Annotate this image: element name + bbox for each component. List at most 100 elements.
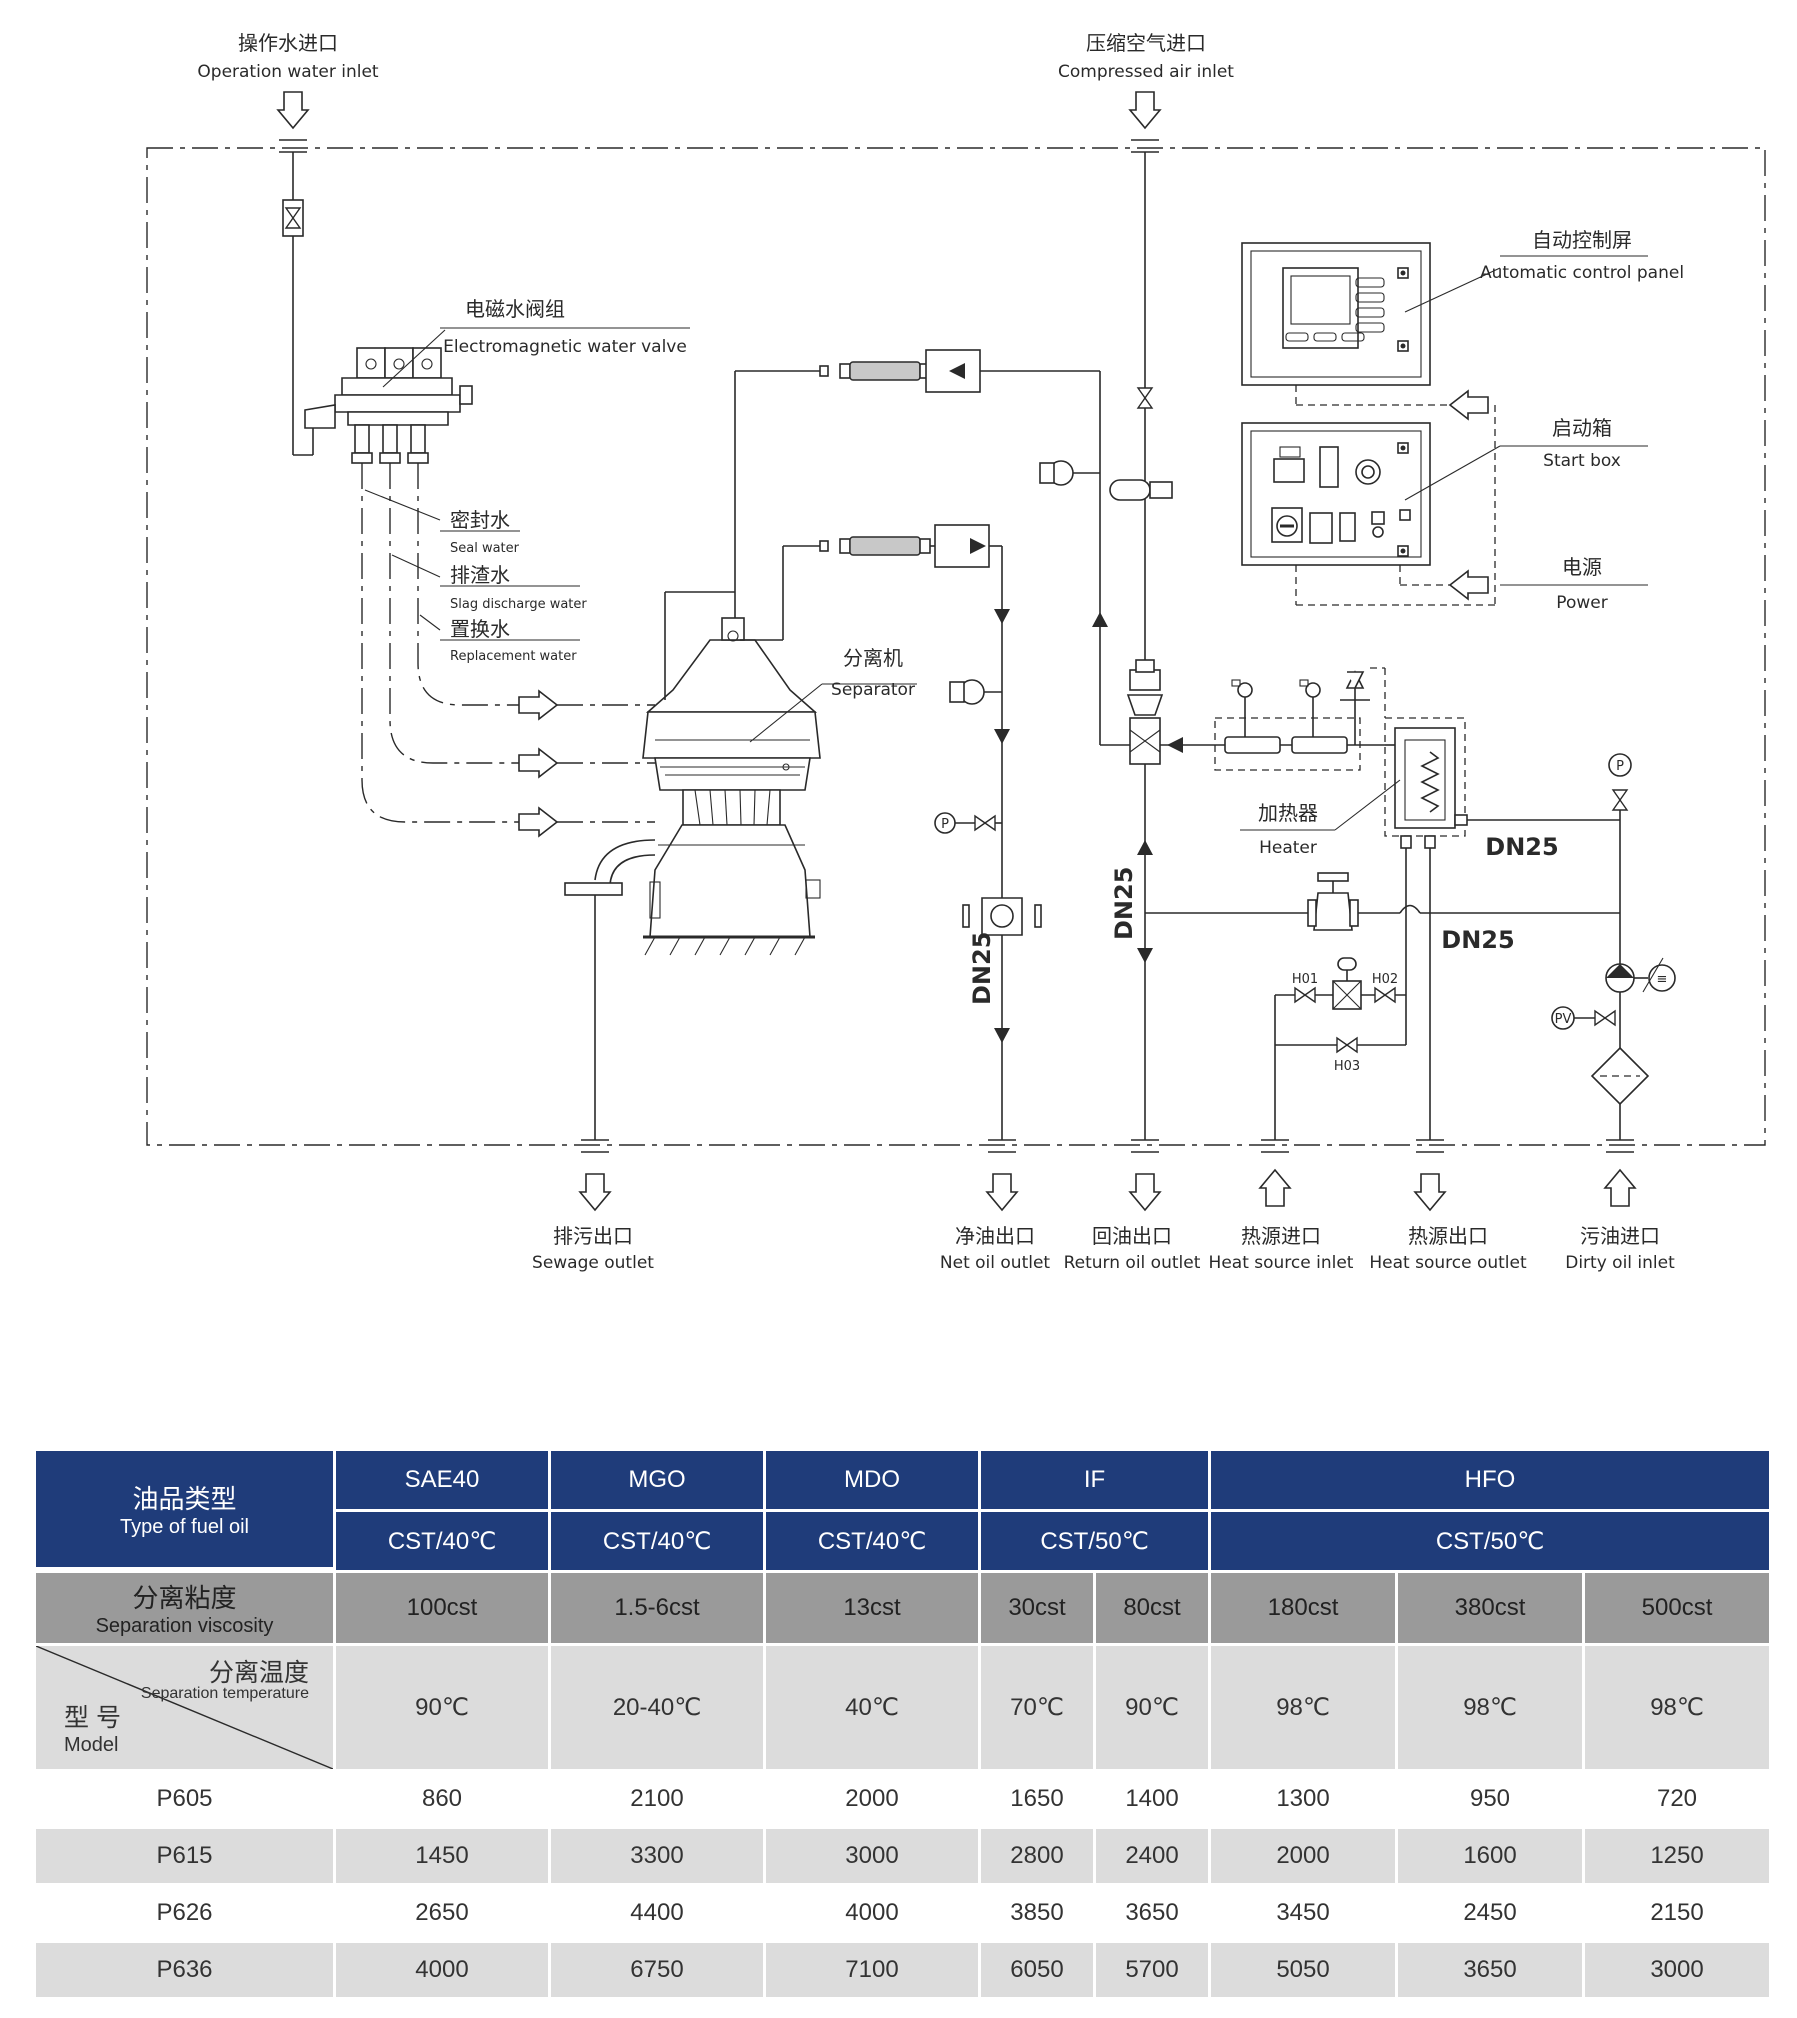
viscosity-cell: 13cst (766, 1570, 978, 1643)
svg-text:污油进口: 污油进口 (1580, 1224, 1660, 1248)
oil-type-sae40: SAE40 (336, 1451, 548, 1512)
svg-text:Operation water inlet: Operation water inlet (197, 62, 379, 82)
svg-text:Net oil outlet: Net oil outlet (940, 1253, 1051, 1273)
svg-text:电源: 电源 (1562, 555, 1602, 579)
viscosity-cell: 30cst (981, 1570, 1093, 1643)
oil-type-header-row: 油品类型 Type of fuel oil SAE40 MGO MDO IF H… (36, 1451, 1770, 1570)
capacity-cell: 3000 (766, 1826, 978, 1883)
svg-text:电磁水阀组: 电磁水阀组 (465, 297, 565, 321)
model-cell: P636 (36, 1940, 333, 1997)
oil-type-if: IF (981, 1451, 1209, 1512)
svg-text:Dirty oil inlet: Dirty oil inlet (1565, 1253, 1675, 1273)
capacity-cell: 1650 (981, 1769, 1093, 1826)
oil-type-mgo: MGO (551, 1451, 763, 1512)
svg-text:DN25: DN25 (1441, 926, 1514, 954)
capacity-cell: 4000 (766, 1883, 978, 1940)
svg-text:净油出口: 净油出口 (955, 1224, 1035, 1248)
valve-h02-icon (1374, 987, 1396, 1003)
svg-text:排渣水: 排渣水 (450, 563, 510, 587)
table-row: P615 1450 3300 3000 2800 2400 2000 1600 … (36, 1826, 1770, 1883)
unit-cell: CST/50℃ (1211, 1512, 1770, 1570)
compressed-air-inlet: 压缩空气进口 Compressed air inlet (1039, 31, 1234, 745)
svg-text:操作水进口: 操作水进口 (238, 31, 338, 55)
svg-text:H01: H01 (1292, 972, 1318, 987)
corner-diagonal (36, 1646, 333, 1769)
capacity-cell: 3850 (981, 1883, 1093, 1940)
svg-text:置换水: 置换水 (450, 617, 510, 641)
svg-text:加热器: 加热器 (1258, 801, 1318, 825)
capacity-cell: 1600 (1398, 1826, 1583, 1883)
capacity-cell: 3650 (1398, 1940, 1583, 1997)
capacity-cell: 2400 (1096, 1826, 1209, 1883)
svg-text:DN25: DN25 (1485, 833, 1558, 861)
capacity-table: 油品类型 Type of fuel oil SAE40 MGO MDO IF H… (33, 1451, 1772, 1997)
svg-text:H02: H02 (1372, 972, 1398, 987)
replacement-water-arrow-icon (518, 807, 558, 837)
svg-text:Heat source outlet: Heat source outlet (1369, 1253, 1527, 1273)
water-inlet-arrow-icon (277, 91, 309, 129)
capacity-cell: 1250 (1585, 1826, 1770, 1883)
capacity-cell: 2000 (1211, 1826, 1396, 1883)
separator: 分离机 Separator (564, 617, 917, 956)
svg-text:Heater: Heater (1259, 838, 1317, 858)
capacity-cell: 2650 (336, 1883, 548, 1940)
svg-text:密封水: 密封水 (450, 508, 510, 532)
type-of-fuel-oil-header: 油品类型 Type of fuel oil (36, 1451, 333, 1570)
dirty-oil-inlet-arrow-icon (1604, 1169, 1636, 1207)
capacity-cell: 2450 (1398, 1883, 1583, 1940)
svg-text:Separator: Separator (831, 680, 915, 700)
svg-text:热源进口: 热源进口 (1241, 1224, 1321, 1248)
unit-cell: CST/40℃ (766, 1512, 978, 1570)
automatic-control-panel: 自动控制屏 Automatic control panel (1241, 228, 1684, 420)
viscosity-cell: 100cst (336, 1570, 548, 1643)
svg-text:H03: H03 (1334, 1059, 1360, 1074)
temperature-cell: 90℃ (336, 1643, 548, 1769)
svg-text:Replacement water: Replacement water (450, 649, 577, 664)
separation-viscosity-label: 分离粘度 Separation viscosity (36, 1570, 333, 1643)
svg-text:DN25: DN25 (968, 932, 996, 1005)
oil-type-hfo: HFO (1211, 1451, 1770, 1512)
temperature-sensors (1214, 667, 1386, 771)
sewage-outlet-arrow-icon (579, 1173, 611, 1211)
svg-text:分离机: 分离机 (843, 646, 903, 670)
heat-source-outlet-arrow-icon (1414, 1173, 1446, 1211)
capacity-cell: 5700 (1096, 1940, 1209, 1997)
viscosity-cell: 380cst (1398, 1570, 1583, 1643)
temperature-cell: 40℃ (766, 1643, 978, 1769)
model-cell: P615 (36, 1826, 333, 1883)
valve-h03-icon (1336, 1037, 1358, 1053)
svg-text:Electromagnetic water valve: Electromagnetic water valve (443, 337, 687, 357)
water-lines: 密封水 Seal water 排渣水 Slag discharge water … (361, 463, 655, 837)
svg-text:回油出口: 回油出口 (1092, 1224, 1172, 1248)
svg-text:Return oil outlet: Return oil outlet (1064, 1253, 1201, 1273)
separator-outlet-pipes (664, 349, 1101, 1140)
air-inlet-arrow-icon (1129, 91, 1161, 129)
temperature-cell: 98℃ (1211, 1643, 1396, 1769)
temperature-cell: 98℃ (1585, 1643, 1770, 1769)
table-row: P626 2650 4400 4000 3850 3650 3450 2450 … (36, 1883, 1770, 1940)
slag-water-arrow-icon (518, 748, 558, 778)
capacity-cell: 1450 (336, 1826, 548, 1883)
svg-text:Seal water: Seal water (450, 541, 520, 556)
svg-text:Power: Power (1556, 593, 1607, 613)
svg-text:P: P (1616, 759, 1624, 774)
temperature-cell: 20-40℃ (551, 1643, 763, 1769)
capacity-cell: 5050 (1211, 1940, 1396, 1997)
net-oil-outlet-arrow-icon (986, 1173, 1018, 1211)
dirty-oil-line: P ≡ PV (1551, 753, 1676, 1207)
capacity-cell: 950 (1398, 1769, 1583, 1826)
table-row: P636 4000 6750 7100 6050 5700 5050 3650 … (36, 1940, 1770, 1997)
unit-header-row: CST/40℃ CST/40℃ CST/40℃ CST/50℃ CST/50℃ (36, 1512, 1770, 1570)
capacity-cell: 4400 (551, 1883, 763, 1940)
capacity-cell: 2800 (981, 1826, 1093, 1883)
air-valve-icon (1137, 387, 1153, 409)
heater: 加热器 Heater DN25 (1240, 717, 1620, 861)
start-box: 启动箱 Start box 电源 Power (1241, 405, 1648, 613)
process-flow-diagram: 操作水进口 Operation water inlet 压缩空气进口 Compr… (146, 31, 1766, 1273)
svg-text:Slag discharge water: Slag discharge water (450, 597, 587, 612)
viscosity-cell: 1.5-6cst (551, 1570, 763, 1643)
capacity-cell: 1400 (1096, 1769, 1209, 1826)
return-oil-outlet-arrow-icon (1129, 1173, 1161, 1211)
svg-text:DN25: DN25 (1110, 867, 1138, 940)
separation-temperature-row: 分离温度 Separation temperature 型 号 Model 90… (36, 1643, 1770, 1769)
